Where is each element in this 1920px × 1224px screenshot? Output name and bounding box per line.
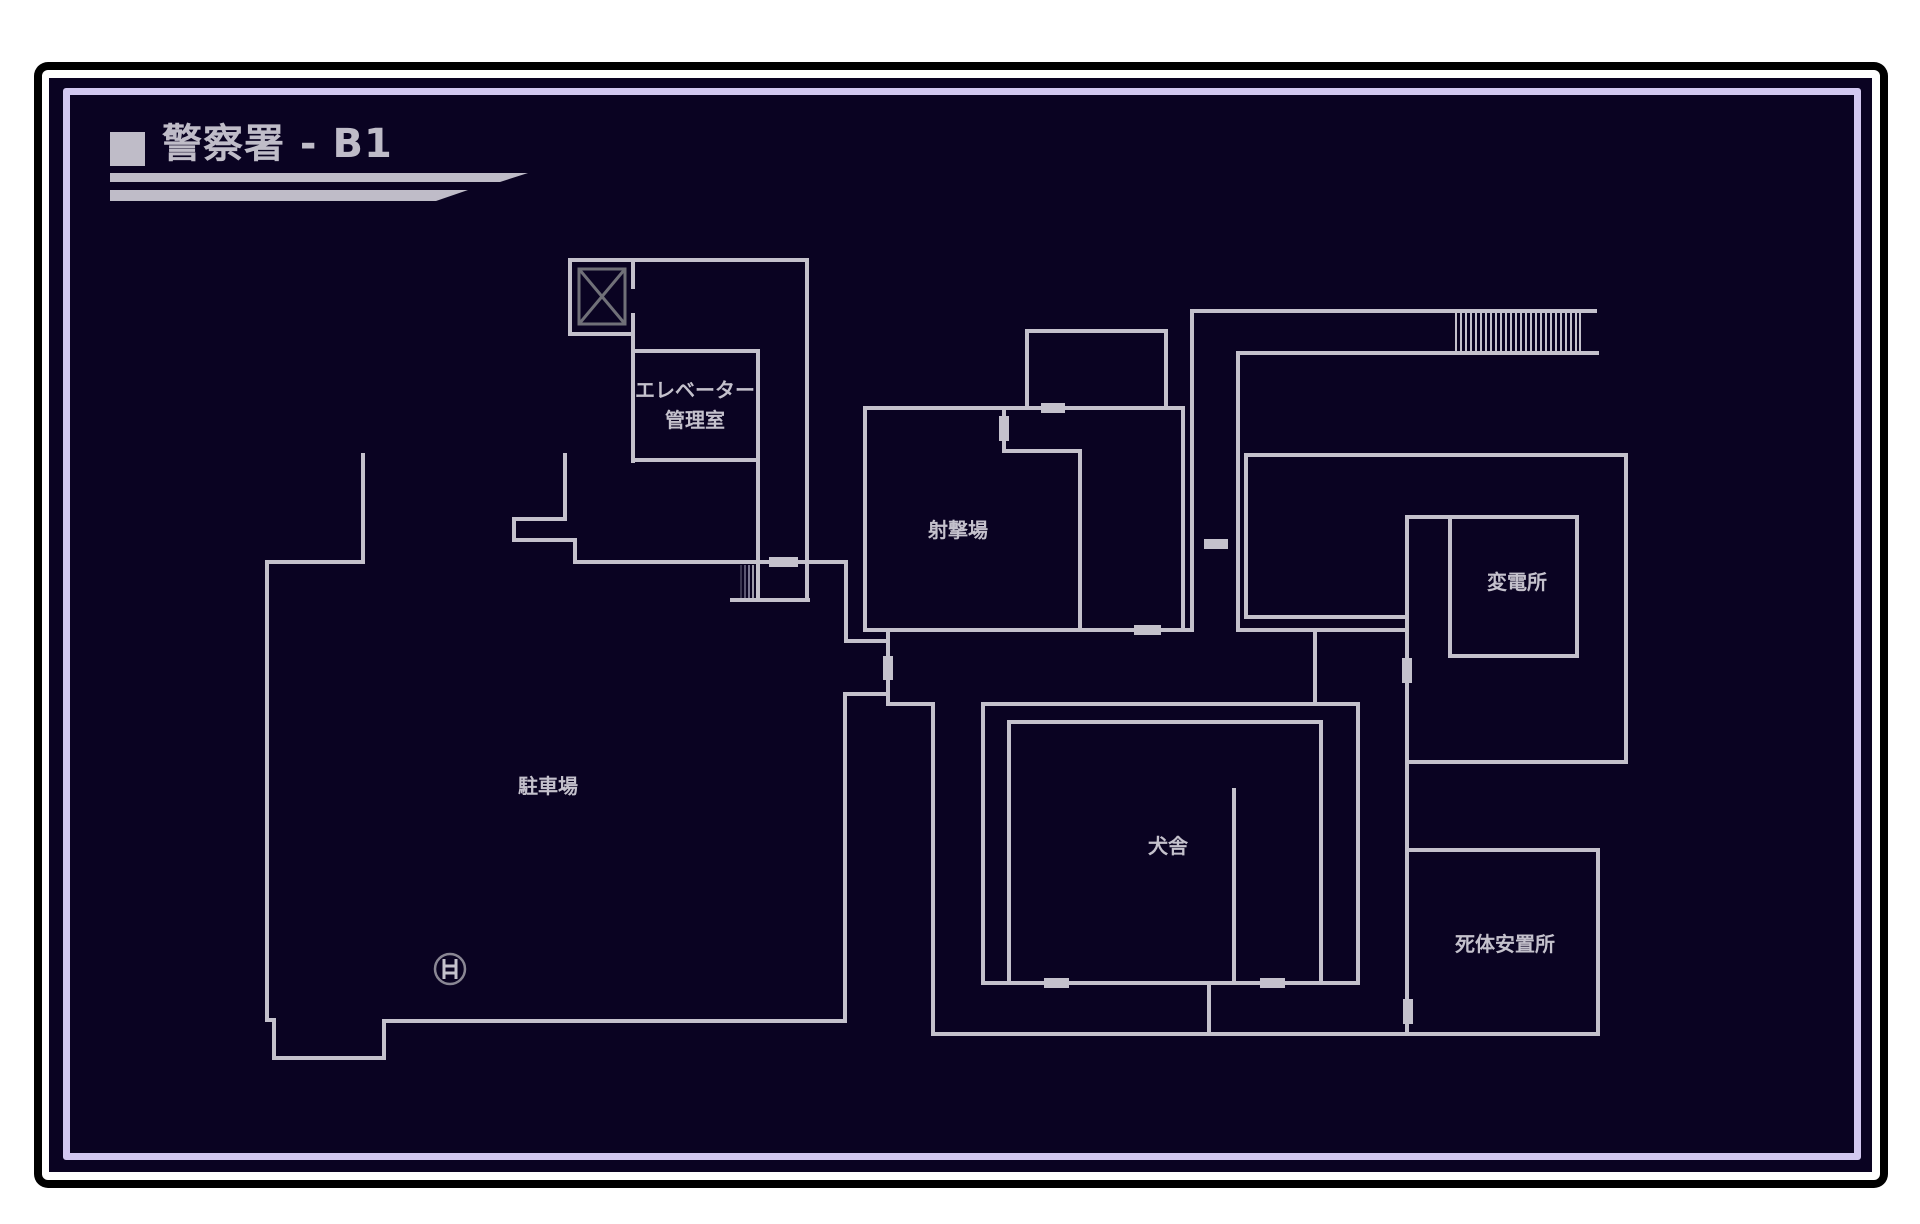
title-marker-icon bbox=[110, 132, 145, 166]
room-kennel[interactable]: 犬舎 bbox=[1148, 834, 1188, 858]
door[interactable] bbox=[1041, 403, 1065, 413]
room-label-line1: エレベーター bbox=[635, 378, 755, 402]
room-morgue[interactable]: 死体安置所 bbox=[1455, 932, 1555, 956]
ladder-icon[interactable] bbox=[433, 952, 467, 986]
morgue-walls bbox=[1406, 848, 1600, 1036]
room-substation[interactable]: 変電所 bbox=[1487, 570, 1547, 594]
elevator-shaft-icon[interactable] bbox=[577, 267, 627, 326]
door[interactable] bbox=[1402, 658, 1412, 683]
door[interactable] bbox=[883, 656, 893, 680]
substation-walls bbox=[1244, 453, 1628, 1036]
stairs-icon[interactable] bbox=[740, 565, 758, 598]
elevator-area bbox=[568, 258, 809, 602]
room-elevator-control[interactable]: エレベーター 管理室 bbox=[635, 378, 755, 432]
title-underline-2 bbox=[110, 190, 468, 201]
map-title: 警察署 - B1 bbox=[162, 121, 393, 167]
doors bbox=[769, 403, 1413, 1024]
door[interactable] bbox=[1204, 539, 1228, 549]
door[interactable] bbox=[999, 416, 1009, 441]
shooting-range-walls bbox=[863, 309, 1194, 706]
title-underline-1 bbox=[110, 173, 528, 182]
room-parking[interactable]: 駐車場 bbox=[518, 774, 578, 798]
room-shooting-range[interactable]: 射撃場 bbox=[928, 518, 988, 542]
upper-corridor-walls bbox=[1191, 309, 1599, 632]
stairs-icon[interactable] bbox=[1455, 311, 1581, 353]
door[interactable] bbox=[1260, 978, 1285, 988]
map-border bbox=[63, 88, 1861, 1160]
door[interactable] bbox=[769, 557, 798, 567]
parking-walls bbox=[265, 453, 890, 1060]
kennel-walls bbox=[886, 702, 1409, 1036]
door[interactable] bbox=[1134, 625, 1161, 635]
door[interactable] bbox=[1044, 978, 1069, 988]
door[interactable] bbox=[1403, 999, 1413, 1024]
room-label-line2: 管理室 bbox=[665, 408, 725, 432]
